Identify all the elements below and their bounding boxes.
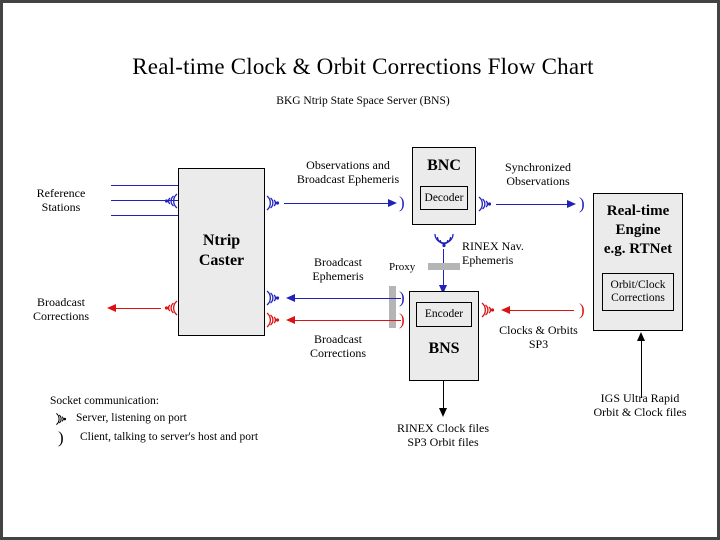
edge-rinex-clock-files bbox=[443, 381, 444, 411]
observations-label: Observations and Broadcast Ephemeris bbox=[296, 158, 400, 186]
client-socket-icon: ) bbox=[399, 288, 405, 307]
server-socket-icon bbox=[164, 300, 178, 316]
broadcast-corrections-left-label: Broadcast Corrections bbox=[33, 295, 89, 323]
ntrip-caster-label: Ntrip Caster bbox=[198, 232, 245, 269]
realtime-engine-label: Real-time Engine e.g. RTNet bbox=[603, 203, 673, 257]
arrowhead-broadcast-corrections-center bbox=[286, 315, 295, 324]
page-subtitle: BKG Ntrip State Space Server (BNS) bbox=[276, 95, 450, 107]
legend-client-text: Client, talking to server's host and por… bbox=[80, 431, 259, 443]
arrowhead-igs-ultra-rapid bbox=[637, 332, 645, 341]
server-socket-icon bbox=[266, 195, 280, 211]
bns-encoder-box[interactable]: Encoder bbox=[416, 302, 472, 327]
client-socket-icon: ) bbox=[399, 310, 405, 329]
legend-heading: Socket communication: bbox=[50, 395, 159, 407]
arrowhead-synchronized-observations bbox=[567, 199, 576, 208]
edge-broadcast-ephemeris bbox=[295, 298, 401, 299]
node-bnc[interactable]: BNC Decoder bbox=[412, 147, 476, 225]
page-title: Real-time Clock & Orbit Corrections Flow… bbox=[132, 54, 594, 79]
synchronized-observations-label: Synchronized Observations bbox=[505, 160, 571, 188]
orbit-clock-corrections-label: Orbit/Clock Corrections bbox=[610, 279, 666, 304]
edge-observations bbox=[284, 203, 388, 204]
edge-clocks-orbits bbox=[510, 310, 574, 311]
client-socket-icon: ) bbox=[579, 194, 585, 213]
rinex-nav-label: RINEX Nav. Ephemeris bbox=[462, 239, 524, 267]
client-socket-icon: ) bbox=[579, 300, 585, 319]
edge-broadcast-corrections-out bbox=[116, 308, 161, 309]
edge-refstation-3 bbox=[111, 215, 207, 216]
legend-item-server: Server, listening on port bbox=[50, 409, 350, 428]
node-bns[interactable]: Encoder BNS bbox=[409, 291, 479, 381]
broadcast-corrections-center-label: Broadcast Corrections bbox=[310, 332, 366, 360]
server-socket-icon bbox=[266, 312, 280, 328]
server-socket-icon bbox=[164, 193, 178, 209]
proxy-bar-vertical bbox=[389, 286, 396, 328]
igs-ultra-rapid-label: IGS Ultra Rapid Orbit & Clock files bbox=[593, 391, 687, 419]
bns-label: BNS bbox=[428, 340, 460, 357]
arrowhead-clocks-orbits bbox=[501, 305, 510, 314]
edge-refstation-1 bbox=[111, 185, 207, 186]
edge-synchronized-observations bbox=[496, 204, 567, 205]
reference-stations-label: Reference Stations bbox=[36, 186, 86, 214]
node-ntrip-caster[interactable]: Ntrip Caster bbox=[178, 168, 265, 336]
arrowhead-rinex-nav bbox=[439, 285, 447, 294]
bnc-decoder-label: Decoder bbox=[424, 191, 464, 204]
arrowhead-broadcast-corrections-out bbox=[107, 303, 116, 312]
arrowhead-observations bbox=[388, 198, 397, 207]
bnc-label: BNC bbox=[427, 157, 461, 174]
server-socket-icon bbox=[56, 412, 67, 426]
server-socket-icon bbox=[481, 302, 495, 318]
client-socket-icon: ) bbox=[58, 428, 64, 447]
edge-igs-ultra-rapid bbox=[641, 341, 642, 398]
edge-refstation-2 bbox=[111, 200, 207, 201]
server-socket-icon bbox=[434, 233, 454, 248]
client-socket-icon: ) bbox=[399, 193, 405, 212]
rinex-clock-files-label: RINEX Clock files SP3 Orbit files bbox=[397, 421, 489, 449]
legend-item-client: ) Client, talking to server's host and p… bbox=[50, 428, 350, 447]
arrowhead-broadcast-ephemeris bbox=[286, 293, 295, 302]
edge-broadcast-corrections-center bbox=[295, 320, 401, 321]
broadcast-ephemeris-label: Broadcast Ephemeris bbox=[312, 255, 364, 283]
bnc-decoder-box[interactable]: Decoder bbox=[420, 186, 468, 210]
legend: Socket communication: Server, listening … bbox=[50, 393, 350, 447]
legend-server-text: Server, listening on port bbox=[76, 412, 187, 424]
clocks-orbits-label: Clocks & Orbits SP3 bbox=[499, 323, 578, 351]
node-realtime-engine[interactable]: Real-time Engine e.g. RTNet Orbit/Clock … bbox=[593, 193, 683, 331]
orbit-clock-corrections-box[interactable]: Orbit/Clock Corrections bbox=[602, 273, 674, 311]
proxy-bar-horizontal bbox=[428, 263, 460, 270]
server-socket-icon bbox=[478, 196, 492, 212]
proxy-label: Proxy bbox=[389, 261, 416, 273]
server-socket-icon bbox=[266, 290, 280, 306]
bns-encoder-label: Encoder bbox=[424, 308, 464, 320]
arrowhead-rinex-clock-files bbox=[439, 408, 447, 417]
